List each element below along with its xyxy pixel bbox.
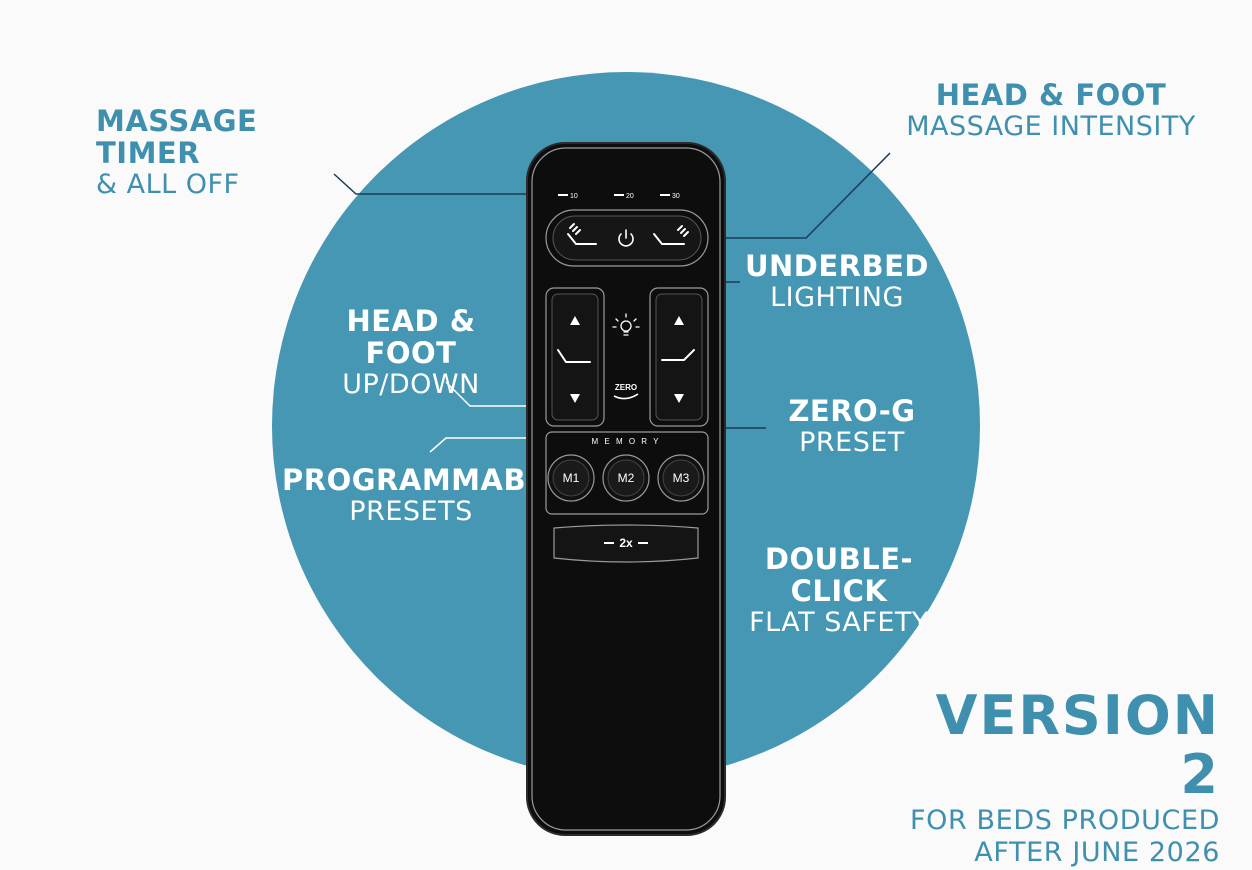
label-massage-intensity: HEAD & FOOT MASSAGE INTENSITY (890, 78, 1212, 142)
underbed-light-button[interactable] (612, 313, 640, 339)
updown-sub: UP/DOWN (342, 368, 480, 400)
power-icon (618, 229, 634, 247)
presets-sub: PRESETS (349, 495, 473, 527)
head-position-icon (557, 349, 591, 363)
version-block: VERSION 2 FOR BEDS PRODUCED AFTER JUNE 2… (880, 686, 1220, 870)
timer-indicators: 10 20 30 (558, 193, 680, 200)
label-massage-timer: MASSAGE TIMER & ALL OFF (96, 104, 368, 200)
flat-title: DOUBLE-CLICK (764, 542, 914, 608)
memory-m2-label: M2 (618, 471, 635, 485)
leader-massage-timer (333, 173, 568, 195)
foot-position-icon (661, 349, 695, 361)
head-massage-icon (567, 223, 597, 245)
massage-timer-sub: & ALL OFF (96, 168, 240, 200)
version-line-1: FOR BEDS PRODUCED (910, 804, 1220, 836)
memory-m1-label: M1 (563, 471, 580, 485)
massage-control-pill (545, 209, 709, 267)
version-line-2: AFTER JUNE 2026 (974, 837, 1220, 869)
leader-intensity (694, 152, 891, 239)
flat-safety-label: 2x (619, 536, 633, 550)
timer-mark-20: 20 (626, 193, 634, 200)
foot-massage-button[interactable] (653, 222, 689, 254)
memory-button-m3[interactable]: M3 (657, 454, 705, 502)
foot-massage-icon (653, 225, 689, 245)
leader-presets (429, 437, 550, 453)
foot-down-arrow-icon[interactable] (674, 394, 684, 403)
flat-sub: FLAT SAFETY (749, 606, 929, 638)
label-underbed-lighting: UNDERBED LIGHTING (742, 249, 932, 313)
head-massage-button[interactable] (566, 222, 598, 254)
leader-updown (445, 381, 550, 407)
memory-label: M E M O R Y (592, 437, 661, 446)
updown-title: HEAD & FOOT (346, 304, 476, 370)
head-updown-rocker[interactable] (545, 287, 605, 427)
label-head-foot-updown: HEAD & FOOT UP/DOWN (298, 304, 524, 400)
foot-up-arrow-icon[interactable] (674, 316, 684, 325)
memory-button-m1[interactable]: M1 (547, 454, 595, 502)
zerog-title: ZERO-G (788, 394, 916, 428)
underbed-sub: LIGHTING (770, 281, 904, 313)
underbed-title: UNDERBED (744, 249, 930, 283)
massage-timer-title: MASSAGE TIMER (96, 104, 258, 170)
remote-control: 10 20 30 (526, 142, 726, 836)
memory-m3-label: M3 (673, 471, 690, 485)
label-flat-safety: DOUBLE-CLICK FLAT SAFETY (728, 542, 950, 638)
power-button[interactable] (614, 226, 638, 250)
timer-mark-30: 30 (672, 193, 680, 200)
timer-mark-10: 10 (570, 193, 578, 200)
head-down-arrow-icon[interactable] (570, 394, 580, 403)
head-up-arrow-icon[interactable] (570, 316, 580, 325)
zerog-sub: PRESET (799, 426, 905, 458)
label-programmable-presets: PROGRAMMABLE PRESETS (282, 463, 566, 527)
presets-title: PROGRAMMABLE (282, 463, 566, 497)
intensity-sub: MASSAGE INTENSITY (906, 110, 1196, 142)
zero-g-button[interactable]: ZERO (612, 380, 640, 402)
zero-g-label: ZERO (615, 383, 637, 392)
version-title: VERSION 2 (935, 684, 1220, 807)
memory-button-m2[interactable]: M2 (602, 454, 650, 502)
foot-updown-rocker[interactable] (649, 287, 709, 427)
zero-g-swoosh-icon (613, 393, 639, 400)
flat-safety-button[interactable]: 2x (553, 524, 699, 563)
lightbulb-icon (612, 313, 640, 336)
intensity-title: HEAD & FOOT (935, 78, 1167, 112)
label-zero-g: ZERO-G PRESET (770, 394, 934, 458)
